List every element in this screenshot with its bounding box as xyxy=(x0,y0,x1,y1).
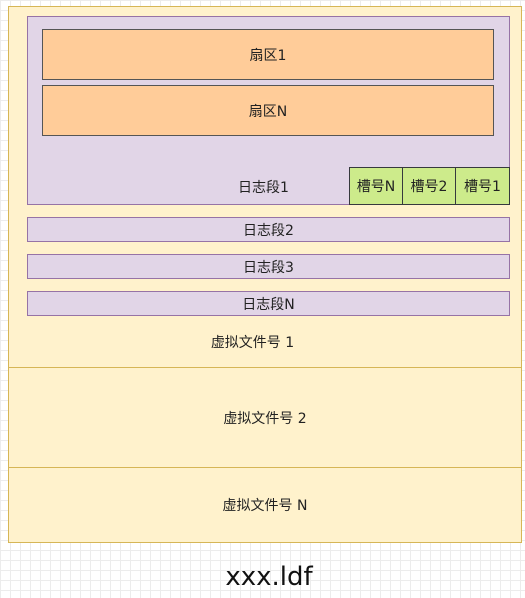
log-segment-n-label: 日志段N xyxy=(242,296,295,313)
sector-n-label: 扇区N xyxy=(248,103,288,120)
sector-n: 扇区N xyxy=(42,85,494,136)
log-segment-2: 日志段2 xyxy=(27,217,510,242)
virtual-file-n: 虚拟文件号 N xyxy=(8,467,522,543)
slot-1-label: 槽号1 xyxy=(464,179,501,195)
slot-2-label: 槽号2 xyxy=(410,179,448,195)
sector-1-label: 扇区1 xyxy=(249,47,287,64)
virtual-file-n-label: 虚拟文件号 N xyxy=(222,498,308,514)
log-segment-3-label: 日志段3 xyxy=(243,259,294,276)
virtual-file-2-label: 虚拟文件号 2 xyxy=(223,410,307,427)
log-segment-3: 日志段3 xyxy=(27,254,510,279)
slot-n-label: 槽号N xyxy=(356,179,396,195)
file-name-caption: xxx.ldf xyxy=(225,562,313,592)
log-segment-1-label: 日志段1 xyxy=(238,180,289,196)
slot-1: 槽号1 xyxy=(455,167,510,205)
log-segment-n: 日志段N xyxy=(27,291,510,316)
slot-n: 槽号N xyxy=(349,167,403,205)
virtual-file-1-label: 虚拟文件号 1 xyxy=(210,335,295,351)
slot-2: 槽号2 xyxy=(402,167,456,205)
log-segment-2-label: 日志段2 xyxy=(243,222,294,239)
virtual-file-2: 虚拟文件号 2 xyxy=(8,367,522,468)
sector-1: 扇区1 xyxy=(42,29,494,80)
